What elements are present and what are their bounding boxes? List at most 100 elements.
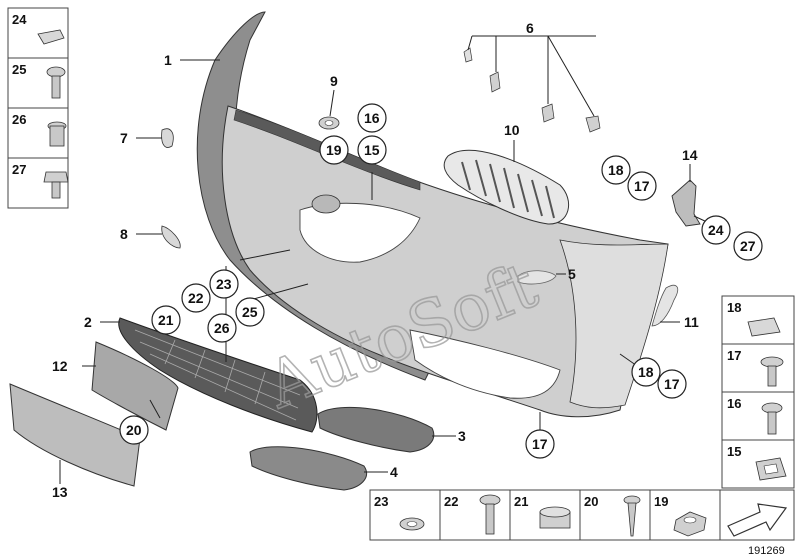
- cell-23: [369, 489, 441, 541]
- fastener-icon: [463, 47, 473, 63]
- screw-thread-icon: [485, 503, 495, 535]
- side-grille-right: [317, 406, 435, 453]
- callout-18: 18: [608, 162, 624, 178]
- reference-number: 191269: [748, 545, 785, 557]
- callout-8: 8: [120, 226, 128, 242]
- screw-head-icon: [479, 494, 501, 506]
- hex-bolt-icon: [43, 171, 69, 183]
- kidney-grille-frame: [443, 149, 569, 225]
- callout-9: 9: [330, 73, 338, 89]
- leader-lines: [59, 35, 721, 484]
- callout-20-panel: 20: [584, 494, 598, 509]
- callout-17-b: 17: [664, 376, 680, 392]
- fastener-set-6: [463, 47, 601, 133]
- arrow-icon: [727, 503, 788, 537]
- callout-27: 27: [740, 238, 756, 254]
- callout-19: 19: [326, 142, 342, 158]
- bumper-side-section: [559, 239, 669, 409]
- callout-12: 12: [52, 358, 68, 374]
- callout-25: 25: [12, 62, 26, 77]
- screw-thread-icon: [767, 365, 777, 387]
- flange-nut-icon: [673, 511, 707, 537]
- callout-17: 17: [634, 178, 650, 194]
- bushing-top-icon: [539, 506, 571, 518]
- tapping-screw-thread-icon: [627, 502, 637, 537]
- bracket-7: [161, 128, 174, 148]
- callout-16-panel: 16: [727, 396, 741, 411]
- hex-bolt-thread-icon: [51, 181, 61, 199]
- callout-18-b: 18: [638, 364, 654, 380]
- screw-head-icon: [760, 356, 784, 368]
- callout-27: 27: [12, 162, 26, 177]
- callout-15: 15: [364, 142, 380, 158]
- callout-24: 24: [12, 12, 27, 27]
- side-grille-left: [249, 446, 367, 491]
- callout-20: 20: [126, 422, 142, 438]
- callout-21: 21: [158, 312, 174, 328]
- fastener-icon: [541, 103, 555, 123]
- washer-hole-icon: [406, 521, 418, 527]
- flange-nut-hole-icon: [683, 516, 697, 524]
- screw-thread-icon: [51, 75, 61, 99]
- fastener-icon: [585, 115, 601, 133]
- bottom-fastener-panel: 23 22 21 20 19 191269: [369, 489, 795, 557]
- callout-19-panel: 19: [654, 494, 668, 509]
- callout-23: 23: [216, 276, 232, 292]
- callout-1: 1: [164, 52, 172, 68]
- cover-cap-5: [517, 270, 557, 285]
- flap-8: [161, 225, 181, 249]
- bracket-14: [671, 179, 701, 227]
- lower-grille-mesh: [134, 329, 301, 421]
- left-fastener-panel: 24 25 26 27: [7, 7, 69, 209]
- callout-18-panel: 18: [727, 300, 741, 315]
- callout-17-panel: 17: [727, 348, 741, 363]
- callouts-plain: 1 2 3 4 5 6 7 8 9 10 11 12 13 14: [52, 20, 699, 500]
- plate-bracket: [91, 341, 179, 431]
- callout-22: 22: [188, 290, 204, 306]
- bumper-opening-upper: [299, 202, 421, 263]
- callouts-circled: 16 19 15 18 17 24 27 23 22 21 25 26 20 1…: [119, 103, 763, 459]
- reflector-11: [651, 284, 679, 327]
- callout-14: 14: [682, 147, 698, 163]
- fastener-icon: [489, 71, 501, 93]
- sleeve-body-icon: [49, 125, 65, 147]
- callout-26: 26: [12, 112, 26, 127]
- screw-head-icon: [761, 402, 783, 414]
- callout-11: 11: [684, 314, 699, 330]
- screw-thread-icon: [767, 411, 777, 435]
- callout-3: 3: [458, 428, 466, 444]
- callout-5: 5: [568, 266, 576, 282]
- callout-25: 25: [242, 304, 258, 320]
- cell-16: [721, 391, 795, 441]
- grommet-hole-icon: [324, 120, 334, 126]
- callout-2: 2: [84, 314, 92, 330]
- callout-17-c: 17: [532, 436, 548, 452]
- square-nut-hole-icon: [763, 463, 779, 475]
- callout-22-panel: 22: [444, 494, 458, 509]
- cell-17: [721, 343, 795, 393]
- screw-head-icon: [46, 66, 66, 78]
- clip-nut-icon: [37, 29, 65, 45]
- emblem-mount: [311, 194, 341, 214]
- callout-4: 4: [390, 464, 398, 480]
- callout-13: 13: [52, 484, 68, 500]
- callout-21-panel: 21: [514, 494, 528, 509]
- cell-18: [721, 295, 795, 345]
- callout-15-panel: 15: [727, 444, 741, 459]
- bumper-opening-lower: [409, 329, 561, 399]
- clip-icon: [747, 317, 781, 337]
- callout-10: 10: [504, 122, 520, 138]
- right-fastener-panel: 18 17 16 15: [721, 295, 795, 489]
- lower-grille: [118, 317, 318, 433]
- kidney-grille-slats: [461, 159, 555, 219]
- callout-6: 6: [526, 20, 534, 36]
- kidney-grille: [443, 149, 569, 225]
- callout-23-panel: 23: [374, 494, 388, 509]
- callout-24: 24: [708, 222, 724, 238]
- callout-7: 7: [120, 130, 128, 146]
- trim-panel: [9, 383, 141, 487]
- callout-16: 16: [364, 110, 380, 126]
- callout-26: 26: [214, 320, 230, 336]
